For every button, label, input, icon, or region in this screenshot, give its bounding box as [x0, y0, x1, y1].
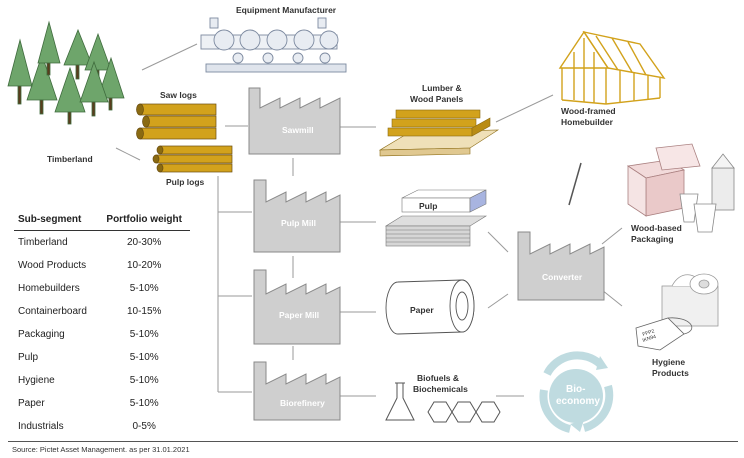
row-weight: 5-10%	[129, 375, 159, 386]
pulp-mill-factory-icon	[253, 179, 341, 253]
table-row: Pulp 5-10%	[14, 346, 190, 369]
biorefinery-label: Biorefinery	[280, 398, 325, 408]
face-mask-icon	[635, 317, 693, 351]
packaging-label-line2: Packaging	[631, 234, 674, 244]
footer-divider	[8, 441, 738, 442]
flask-icon	[385, 382, 415, 421]
connector-lines	[115, 43, 623, 397]
mask-text-line1: FFP2	[642, 328, 656, 338]
homebuilder-label-line1: Wood-framed	[561, 106, 616, 116]
pulp-mill-label: Pulp Mill	[281, 218, 316, 228]
row-segment: Timberland	[18, 237, 68, 248]
equipment-machine-icon	[200, 17, 347, 73]
sawmill-label: Sawmill	[282, 125, 314, 135]
mask-text-line2: IKN94	[642, 334, 657, 344]
paper-mill-label: Paper Mill	[279, 310, 319, 320]
lumber-label-line2: Wood Panels	[410, 94, 463, 104]
row-weight: 10-20%	[126, 260, 162, 271]
row-segment: Wood Products	[18, 260, 87, 271]
table-row: Packaging 5-10%	[14, 323, 190, 346]
row-segment: Pulp	[18, 352, 39, 363]
saw-logs-icon	[136, 103, 217, 140]
bio-economy-cycle-icon	[539, 351, 614, 433]
saw-logs-label: Saw logs	[160, 90, 197, 100]
milk-carton-icon	[711, 153, 735, 211]
table-header-row: Sub-segment Portfolio weight	[14, 211, 190, 231]
paper-roll-icon	[385, 279, 475, 335]
table-row: Timberland 20-30%	[14, 231, 190, 255]
row-weight: 5-10%	[129, 352, 159, 363]
timberland-label: Timberland	[47, 154, 93, 164]
row-weight: 0-5%	[132, 421, 156, 432]
paper-mill-factory-icon	[253, 269, 341, 345]
source-note: Source: Pictet Asset Management. as per …	[12, 445, 190, 454]
paper-cup-icon	[679, 193, 717, 233]
row-weight: 5-10%	[129, 283, 159, 294]
hygiene-label-line1: Hygiene	[652, 357, 685, 367]
converter-factory-icon	[517, 231, 605, 301]
table-row: Paper 5-10%	[14, 392, 190, 415]
row-segment: Hygiene	[18, 375, 55, 386]
homebuilder-label-line2: Homebuilder	[561, 117, 614, 127]
biofuels-label-line1: Biofuels &	[417, 373, 459, 383]
paper-label: Paper	[410, 305, 434, 315]
sawmill-factory-icon	[248, 87, 341, 155]
pulp-sheets-icon	[384, 189, 488, 247]
row-segment: Paper	[18, 398, 45, 409]
portfolio-weight-table: Sub-segment Portfolio weight Timberland 2…	[14, 211, 190, 438]
pulp-logs-label: Pulp logs	[166, 177, 205, 187]
row-segment: Homebuilders	[18, 283, 80, 294]
table-row: Containerboard 10-15%	[14, 300, 190, 323]
table-row: Hygiene 5-10%	[14, 369, 190, 392]
pulp-label: Pulp	[419, 201, 437, 211]
hexagon-molecule-icon	[427, 401, 501, 423]
row-weight: 5-10%	[129, 329, 159, 340]
converter-label: Converter	[542, 272, 583, 282]
homebuilder-arrow	[568, 162, 582, 206]
lumber-label-line1: Lumber &	[422, 83, 462, 93]
row-weight: 10-15%	[126, 306, 162, 317]
bio-economy-label-line2: economy	[556, 396, 600, 407]
packaging-box-icon	[626, 143, 701, 217]
lumber-stack-icon	[378, 109, 500, 157]
biorefinery-factory-icon	[253, 361, 341, 421]
biofuels-label-line2: Biochemicals	[413, 384, 468, 394]
table-row: Homebuilders 5-10%	[14, 277, 190, 300]
row-weight: 20-30%	[126, 237, 162, 248]
equipment-manufacturer-label: Equipment Manufacturer	[236, 5, 337, 15]
hygiene-label-line2: Products	[652, 368, 689, 378]
row-segment: Packaging	[18, 329, 65, 340]
header-portfolio-weight: Portfolio weight	[98, 211, 190, 231]
row-segment: Industrials	[18, 421, 64, 432]
header-sub-segment: Sub-segment	[14, 211, 99, 231]
pulp-logs-icon	[152, 145, 233, 173]
tissue-box-icon	[661, 273, 719, 327]
table-row: Wood Products 10-20%	[14, 254, 190, 277]
bio-economy-label-line1: Bio-	[566, 384, 585, 395]
table-row: Industrials 0-5%	[14, 415, 190, 438]
row-segment: Containerboard	[18, 306, 87, 317]
packaging-label-line1: Wood-based	[631, 223, 682, 233]
timberland-trees-icon	[7, 20, 125, 125]
row-weight: 5-10%	[129, 398, 159, 409]
wood-framed-house-icon	[558, 30, 666, 105]
